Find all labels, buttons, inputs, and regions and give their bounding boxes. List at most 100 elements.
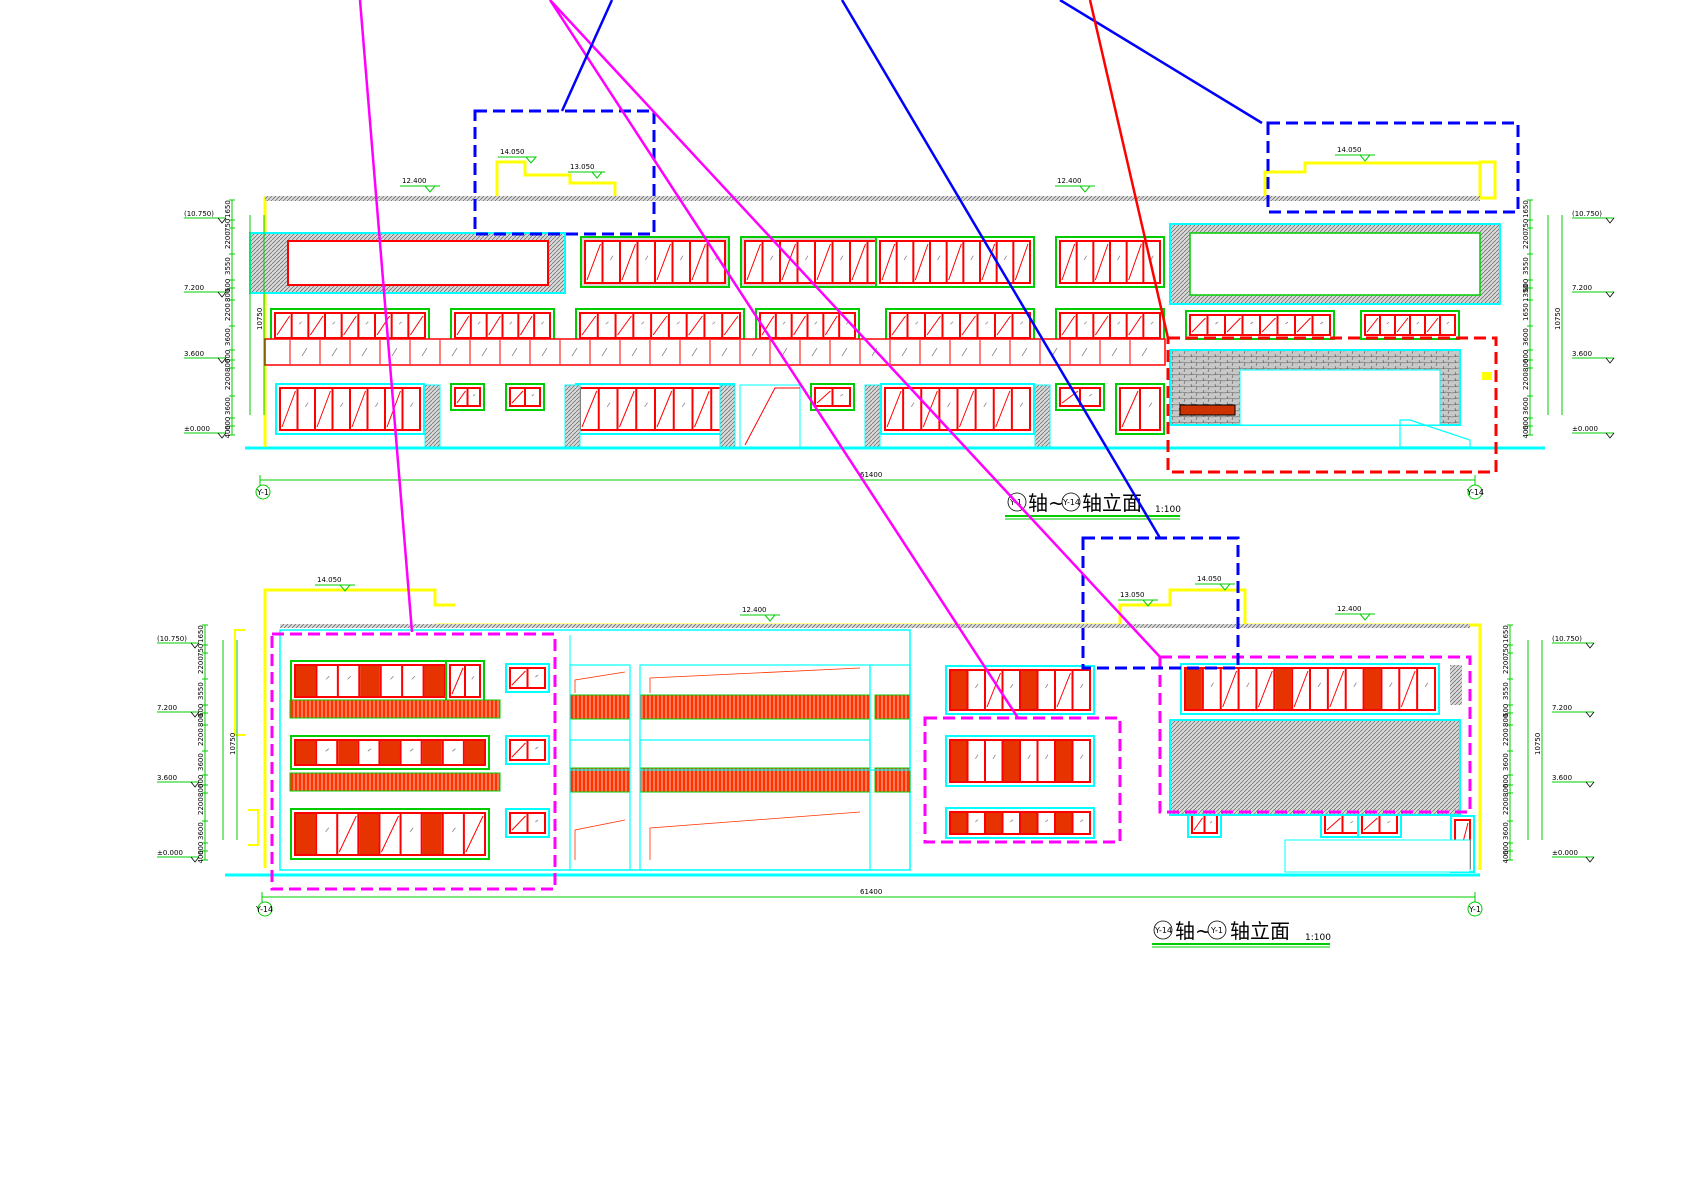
window xyxy=(875,236,1035,288)
window xyxy=(1357,810,1402,838)
roof-level-label: 12.400 xyxy=(1057,177,1082,185)
window xyxy=(945,807,1095,839)
window xyxy=(575,383,735,435)
dimension-label: 3600 xyxy=(1502,822,1510,840)
dimension-label: 600 xyxy=(1522,417,1530,430)
dimension-label: 400 xyxy=(224,425,232,438)
dimension-label: 3600 xyxy=(197,753,205,771)
dimension-label: 750 xyxy=(224,219,232,232)
dimension-label: 600 xyxy=(1502,842,1510,855)
callout-bottom-mid xyxy=(923,716,1122,844)
panel-3f-left-window xyxy=(287,240,549,286)
dimension-label: 3600 xyxy=(1502,753,1510,771)
level-label: 7.200 xyxy=(1552,704,1572,712)
window xyxy=(1055,236,1165,288)
level-label: (10.750) xyxy=(157,635,187,643)
window xyxy=(740,236,890,288)
dimension-label: 2200 xyxy=(197,656,205,674)
stair-opening xyxy=(739,384,801,448)
window xyxy=(505,735,550,765)
level-label: (10.750) xyxy=(1552,635,1582,643)
window xyxy=(1185,310,1335,340)
dimension-label: 2200 xyxy=(197,728,205,746)
leader-red-1 xyxy=(1088,0,1170,339)
dimension-total: 10750 xyxy=(1534,733,1542,755)
callout-roof-right xyxy=(1266,121,1520,214)
left-level-column-bottom: 1650750220035506008002200360060080022003… xyxy=(157,624,238,864)
dimension-label: 1650 xyxy=(197,625,205,643)
axis-bubble-right xyxy=(1467,484,1483,500)
left-level-column: 1650750220035506008002200360060080022003… xyxy=(184,199,265,439)
right-level-column: 1650750220035506001350165036006008002200… xyxy=(1522,199,1615,439)
window xyxy=(945,665,1095,715)
roof-level-12400-right: 12.400 xyxy=(1055,177,1095,193)
dimension-label: 750 xyxy=(1522,219,1530,232)
overall-dimension-label: 61400 xyxy=(860,471,882,479)
dimension-label: 400 xyxy=(1502,850,1510,863)
axis-label-left-bottom: Y-14 xyxy=(255,905,273,914)
roof-level-label: 14.050 xyxy=(317,576,342,584)
level-label: 3.600 xyxy=(1572,350,1592,358)
right-marker xyxy=(1482,372,1492,380)
window xyxy=(290,735,490,770)
window xyxy=(445,660,485,702)
dimension-label: 600 xyxy=(1522,350,1530,363)
dimension-label: 2200 xyxy=(197,797,205,815)
dimension-label: 1650 xyxy=(224,200,232,218)
dimension-label: 600 xyxy=(224,279,232,292)
level-label: 7.200 xyxy=(157,704,177,712)
roof-slab xyxy=(265,196,1480,201)
dimension-label: 1350 xyxy=(1522,284,1530,302)
elevation-top: 14.050 13.050 12.400 12.400 14.050 61400 xyxy=(184,109,1615,520)
dimension-total: 10750 xyxy=(229,733,237,755)
dimension-label: 3550 xyxy=(224,257,232,275)
roof-level-12400-left: 12.400 xyxy=(400,177,440,193)
dimension-total: 10750 xyxy=(256,308,264,330)
elevation-bottom: 14.050 12.400 13.050 14.050 12.400 61400 xyxy=(157,536,1595,948)
balcony-band xyxy=(264,338,1166,366)
callout-entrance xyxy=(1166,336,1498,474)
dimension-label: 400 xyxy=(1522,425,1530,438)
dimension-label: 600 xyxy=(197,775,205,788)
roof-level-label: 12.400 xyxy=(1337,605,1362,613)
leader-blue-1 xyxy=(560,0,614,112)
window xyxy=(450,383,485,411)
windows-2f xyxy=(270,308,1460,343)
window xyxy=(810,383,855,411)
dimension-label: 2200 xyxy=(1522,231,1530,249)
dimension-label: 800 xyxy=(224,289,232,302)
dimension-label: 800 xyxy=(197,714,205,727)
dimension-label: 600 xyxy=(224,350,232,363)
level-label: 3.600 xyxy=(184,350,204,358)
dimension-total: 10750 xyxy=(1554,308,1562,330)
title-connector-bottom: 轴~ xyxy=(1175,919,1212,943)
bottom-mid-windows xyxy=(945,665,1095,839)
leader-blue-2 xyxy=(840,0,1162,539)
dimension-label: 600 xyxy=(197,842,205,855)
roof-level-label: 12.400 xyxy=(742,606,767,614)
window xyxy=(1055,383,1105,411)
dimension-label: 800 xyxy=(197,784,205,797)
window xyxy=(1115,383,1165,435)
dimension-label: 3550 xyxy=(1502,682,1510,700)
leader-magenta-2 xyxy=(548,0,1020,719)
roof-level-label: 13.050 xyxy=(570,163,595,171)
roof-stair-outline xyxy=(495,160,617,198)
level-label: (10.750) xyxy=(184,210,214,218)
dimension-label: 800 xyxy=(1502,714,1510,727)
level-label: 7.200 xyxy=(184,284,204,292)
hatch-strip-right xyxy=(1450,665,1462,705)
dimension-label: 600 xyxy=(224,417,232,430)
dimension-label: 800 xyxy=(1522,359,1530,372)
dimension-label: 1650 xyxy=(1522,303,1530,321)
level-label: ±0.000 xyxy=(1552,849,1578,857)
dimension-label: 600 xyxy=(197,704,205,717)
level-label: 3.600 xyxy=(1552,774,1572,782)
dimension-label: 600 xyxy=(1502,704,1510,717)
window xyxy=(885,308,1035,343)
roof-level-label: 14.050 xyxy=(1337,146,1362,154)
dimension-label: 1650 xyxy=(1522,200,1530,218)
title-text-bottom: 轴立面 xyxy=(1230,919,1290,943)
